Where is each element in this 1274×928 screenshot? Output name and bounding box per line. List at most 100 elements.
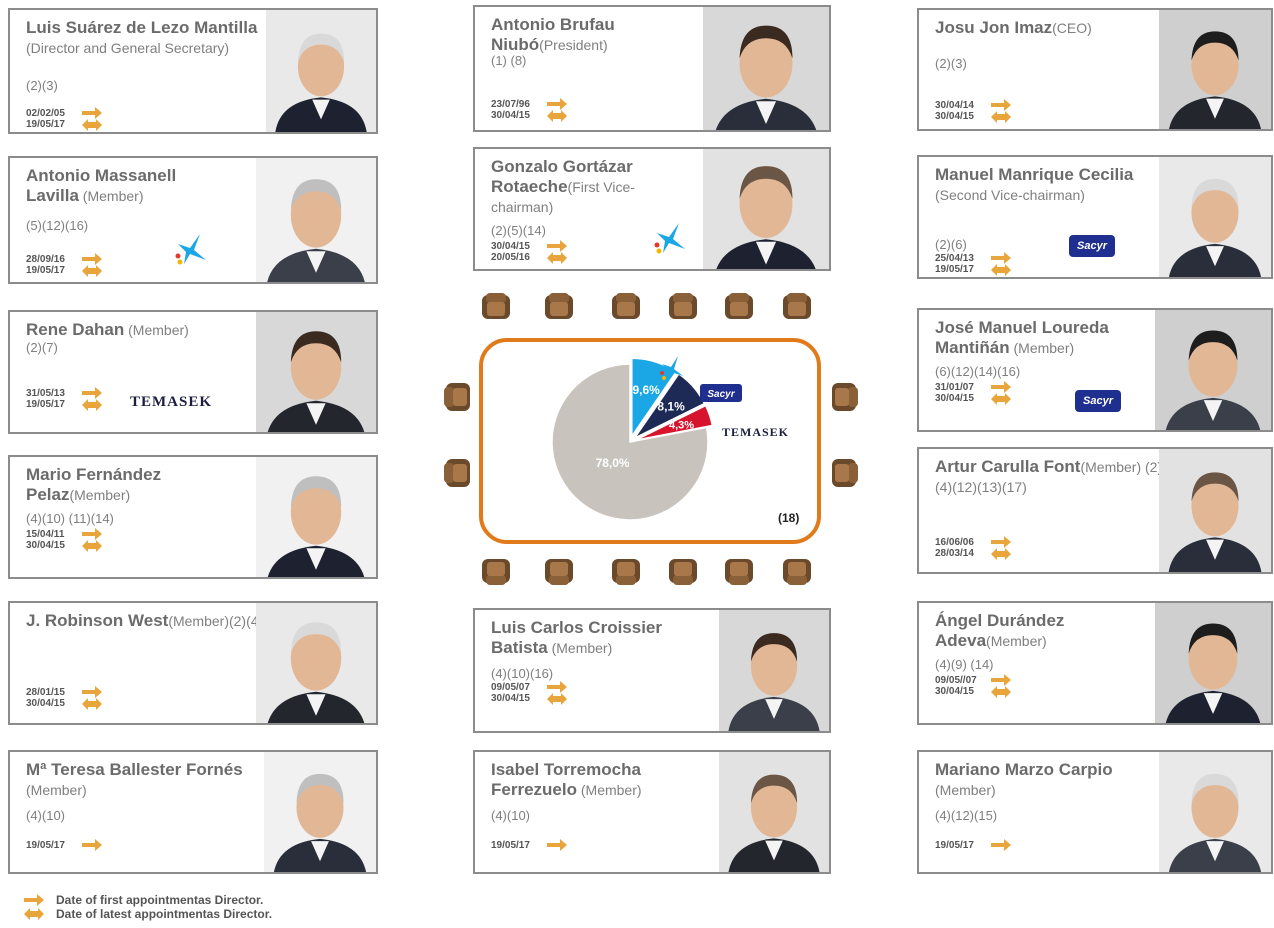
portrait-image bbox=[703, 7, 829, 130]
director-name: Mª Teresa Ballester Fornés bbox=[26, 760, 243, 779]
director-card-massanell: Antonio Massanell Lavilla (Member) (5)(1… bbox=[8, 156, 378, 284]
director-references: (6)(12)(14)(16) bbox=[935, 364, 1021, 379]
appointment-dates: 02/02/05 19/05/17 bbox=[26, 108, 65, 130]
portrait-image bbox=[703, 149, 829, 269]
legend-first: Date of first appointmentas Director. bbox=[24, 893, 272, 907]
latest-appointment-date: 19/05/17 bbox=[26, 399, 65, 410]
director-card-manrique: Manuel Manrique Cecilia (Second Vice-cha… bbox=[917, 155, 1273, 279]
latest-appointment-date: 19/05/17 bbox=[935, 264, 974, 275]
director-photo bbox=[1159, 449, 1271, 572]
director-role: (Member) bbox=[1009, 340, 1075, 356]
director-photo bbox=[703, 149, 829, 269]
director-card-carulla: Artur Carulla Font(Member) (2)(4)(12)(13… bbox=[917, 447, 1273, 574]
appointment-arrows-icon bbox=[82, 839, 102, 851]
director-role: (Second Vice-chairman) bbox=[935, 187, 1085, 203]
chair-icon bbox=[444, 383, 470, 411]
director-photo bbox=[703, 7, 829, 130]
appointment-dates: 16/06/06 28/03/14 bbox=[935, 537, 974, 559]
director-photo bbox=[719, 752, 829, 872]
appointment-arrows-icon bbox=[991, 536, 1011, 560]
director-references: (4)(9) (14) bbox=[935, 657, 994, 672]
director-name: Luis Suárez de Lezo Mantilla bbox=[26, 18, 258, 37]
first-appointment-date: 30/04/15 bbox=[491, 241, 530, 252]
director-name: Josu Jon Imaz bbox=[935, 18, 1053, 37]
latest-appointment-date: 30/04/15 bbox=[935, 393, 974, 404]
director-references: (4)(12)(15) bbox=[935, 808, 998, 823]
director-references: (2)(5)(14) bbox=[491, 223, 546, 238]
first-appointment-date: 23/07/96 bbox=[491, 99, 530, 110]
first-appointment-date: 19/05/17 bbox=[935, 840, 974, 851]
director-references: (4)(10) bbox=[26, 808, 66, 823]
first-appointment-date: 31/05/13 bbox=[26, 388, 65, 399]
portrait-image bbox=[256, 603, 376, 723]
appointment-dates: 23/07/96 30/04/15 bbox=[491, 99, 530, 121]
director-photo bbox=[256, 312, 376, 432]
appointment-arrows-icon bbox=[82, 387, 102, 411]
arrow-both-icon bbox=[24, 908, 44, 920]
chair-icon bbox=[832, 459, 858, 487]
chair-icon bbox=[545, 293, 573, 319]
director-name: Luis Carlos Croissier Batista bbox=[491, 618, 663, 657]
director-card-loureda: José Manuel Loureda Mantiñán (Member) (6… bbox=[917, 308, 1273, 432]
arrow-right-icon bbox=[24, 894, 44, 906]
director-name: J. Robinson West bbox=[26, 611, 169, 630]
pie-label-3: 78,0% bbox=[596, 456, 630, 470]
appointment-dates: 19/05/17 bbox=[935, 840, 974, 851]
latest-appointment-date: 28/03/14 bbox=[935, 548, 974, 559]
portrait-image bbox=[264, 752, 376, 872]
pie-label-2: 4,3% bbox=[669, 420, 694, 432]
first-appointment-date: 28/01/15 bbox=[26, 687, 65, 698]
first-appointment-date: 09/05//07 bbox=[935, 675, 977, 686]
director-role: (Member) bbox=[986, 633, 1047, 649]
portrait-image bbox=[256, 457, 376, 577]
director-role: (First Vice-chairman) bbox=[491, 179, 635, 215]
latest-appointment-date: 19/05/17 bbox=[26, 119, 65, 130]
director-references: (2)(3) bbox=[26, 78, 58, 93]
portrait-image bbox=[1155, 310, 1271, 430]
director-role: (Member) bbox=[78, 188, 144, 204]
appointment-arrows-icon bbox=[547, 98, 567, 122]
first-appointment-date: 25/04/13 bbox=[935, 253, 974, 264]
appointment-arrows-icon bbox=[991, 674, 1011, 698]
director-photo bbox=[264, 752, 376, 872]
appointment-dates: 25/04/13 19/05/17 bbox=[935, 253, 974, 275]
portrait-image bbox=[256, 312, 376, 432]
director-card-fernandez: Mario Fernández Pelaz(Member) (4)(10) (1… bbox=[8, 455, 378, 579]
appointment-dates: 31/05/13 19/05/17 bbox=[26, 388, 65, 410]
appointment-dates: 30/04/15 20/05/16 bbox=[491, 241, 530, 263]
director-role: (Member) bbox=[69, 487, 131, 503]
latest-appointment-date: 20/05/16 bbox=[491, 252, 530, 263]
appointment-arrows-icon bbox=[82, 686, 102, 710]
legend: Date of first appointmentas Director. Da… bbox=[24, 893, 272, 921]
director-role: (Director and General Secretary) bbox=[26, 40, 230, 56]
director-role: (Member) bbox=[124, 322, 189, 338]
director-name: José Manuel Loureda Mantiñán bbox=[935, 318, 1109, 357]
sacyr-logo: Sacyr bbox=[1069, 235, 1115, 257]
director-photo bbox=[1159, 752, 1271, 872]
sacyr-logo: Sacyr bbox=[707, 389, 735, 400]
director-references: (2)(7) bbox=[26, 340, 58, 355]
director-photo bbox=[1155, 603, 1271, 723]
director-references: (4)(10) bbox=[491, 808, 531, 823]
portrait-image bbox=[256, 158, 376, 282]
appointment-dates: 28/09/16 19/05/17 bbox=[26, 254, 65, 276]
portrait-image bbox=[1159, 10, 1271, 129]
chair-icon bbox=[444, 459, 470, 487]
pie-slice-3 bbox=[551, 363, 709, 521]
director-role: (President) bbox=[539, 37, 608, 53]
appointment-dates: 09/05/07 30/04/15 bbox=[491, 682, 530, 704]
chair-icon bbox=[612, 293, 640, 319]
temasek-logo: TEMASEK bbox=[130, 394, 213, 410]
chair-icon bbox=[482, 559, 510, 585]
appointment-arrows-icon bbox=[82, 107, 102, 131]
director-card-ballester: Mª Teresa Ballester Fornés (Member) (4)(… bbox=[8, 750, 378, 874]
director-name: Antonio Massanell Lavilla bbox=[26, 166, 177, 205]
director-card-croissier: Luis Carlos Croissier Batista (Member) (… bbox=[473, 608, 831, 733]
director-card-west: J. Robinson West(Member)(2)(4) 28/01/15 … bbox=[8, 601, 378, 725]
appointment-arrows-icon bbox=[547, 839, 567, 851]
latest-appointment-date: 30/04/15 bbox=[935, 111, 974, 122]
director-photo bbox=[256, 158, 376, 282]
appointment-dates: 19/05/17 bbox=[26, 840, 65, 851]
appointment-arrows-icon bbox=[991, 381, 1011, 405]
